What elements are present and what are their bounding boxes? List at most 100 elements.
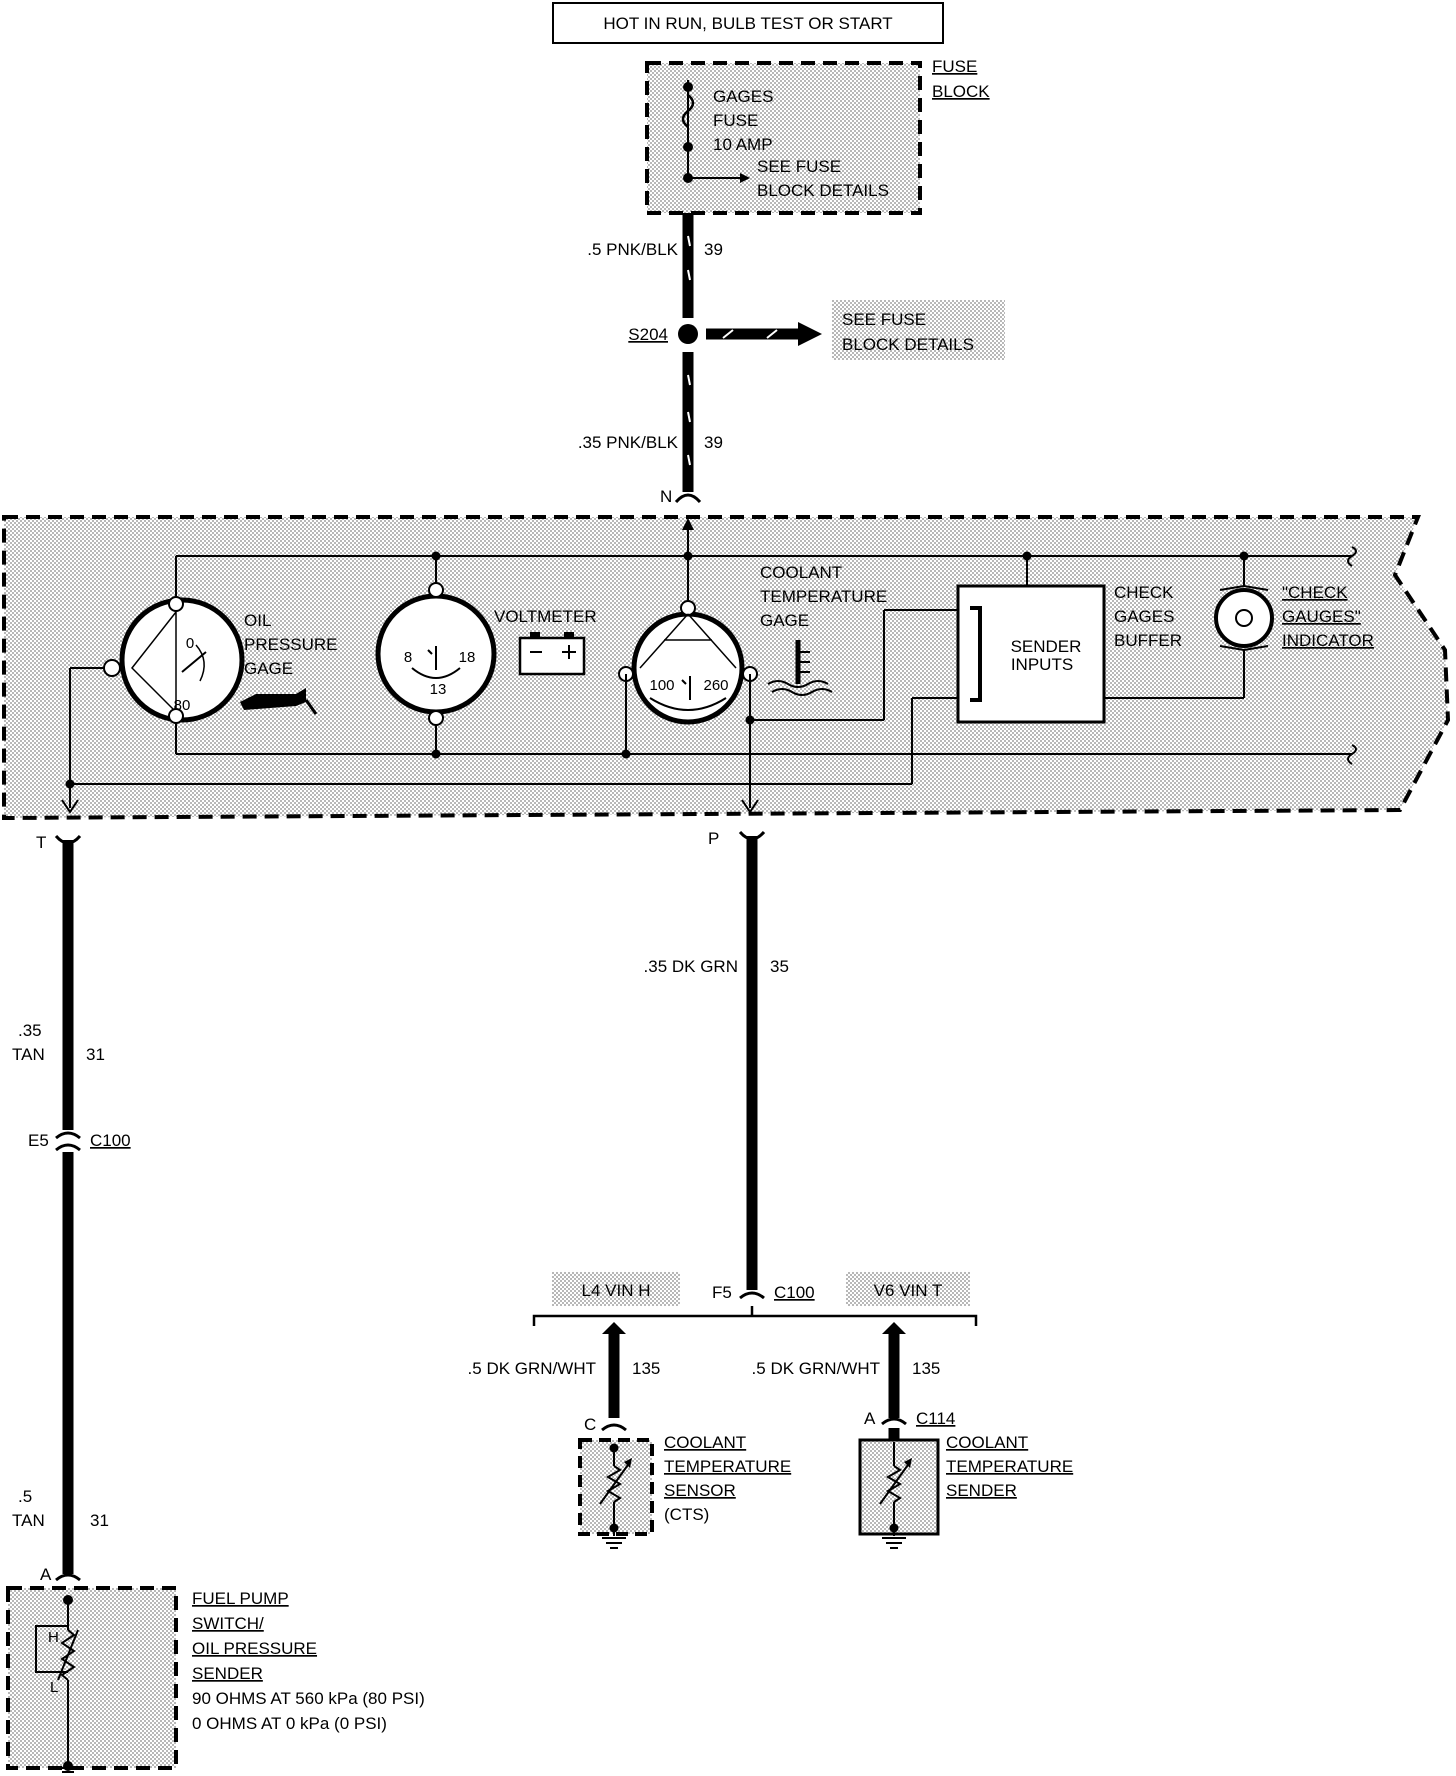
oil-gage-label-line1: OIL: [244, 611, 271, 630]
connector-P: P: [708, 829, 719, 848]
engine-option-bracket: [532, 1306, 978, 1326]
splice-see-details-line1: SEE FUSE: [842, 310, 926, 329]
fuse-block: GAGES FUSE 10 AMP SEE FUSE BLOCK DETAILS: [645, 61, 922, 215]
check-gauges-indicator-line1: "CHECK: [1282, 583, 1348, 602]
battery-icon: [518, 632, 586, 676]
oil-sender-label-line4: SENDER: [192, 1664, 263, 1683]
oil-pressure-sender: H L: [6, 1586, 178, 1773]
wire-39-lower: [682, 352, 694, 492]
oil-sender-label-line3: OIL PRESSURE: [192, 1639, 317, 1658]
oil-sender-L: L: [50, 1679, 58, 1696]
coolant-gage-label-line3: GAGE: [760, 611, 809, 630]
splice-id: S204: [628, 325, 668, 344]
connector-A-cts-sender: A: [864, 1409, 876, 1428]
splice-see-details-line2: BLOCK DETAILS: [842, 335, 974, 354]
wire-135-v6-gauge: .5 DK GRN/WHT: [752, 1359, 880, 1378]
power-source-header: HOT IN RUN, BULB TEST OR START: [552, 2, 944, 44]
check-gages-buffer-line2: GAGES: [1114, 607, 1174, 626]
wire-39-lower-circuit: 39: [704, 433, 723, 452]
oil-sender-H: H: [48, 1629, 59, 1646]
option-l4-label: L4 VIN H: [582, 1281, 651, 1300]
coolant-gage-scale-100: 100: [649, 677, 674, 694]
option-l4: L4 VIN H: [552, 1272, 680, 1306]
wire-31-lower-gauge-line2: TAN: [12, 1511, 45, 1530]
wire-135-v6-circuit: 135: [912, 1359, 940, 1378]
oil-gage-scale-80: 80: [174, 697, 191, 714]
cts-label-line4: (CTS): [664, 1505, 709, 1524]
connector-C-terminal: [601, 1423, 627, 1432]
check-gauges-lamp-icon: [1214, 588, 1274, 648]
wire-135-l4-gauge: .5 DK GRN/WHT: [468, 1359, 596, 1378]
connector-N-terminal: [674, 493, 702, 504]
coolant-gage-label-line1: COOLANT: [760, 563, 842, 582]
cts-sender-label-line3: SENDER: [946, 1481, 1017, 1500]
option-v6-label: V6 VIN T: [874, 1281, 943, 1300]
connector-F5: F5: [712, 1283, 732, 1302]
coolant-gage-label-line2: TEMPERATURE: [760, 587, 887, 606]
connector-C114: C114: [916, 1409, 955, 1428]
oil-gage-scale-0: 0: [186, 635, 194, 652]
oil-sender-label-line2: SWITCH/: [192, 1614, 264, 1633]
check-gages-buffer-line1: CHECK: [1114, 583, 1174, 602]
connector-N: N: [660, 487, 672, 506]
oil-gage-label-line3: GAGE: [244, 659, 293, 678]
wire-31-upper-circuit: 31: [86, 1045, 105, 1064]
wire-31-lower-gauge-line1: .5: [18, 1487, 32, 1506]
splice-s204: [678, 322, 822, 346]
connector-A-cts-sender-terminal: [881, 1417, 907, 1426]
sender-inputs-box: [956, 584, 1106, 724]
wire-31-upper-gauge-line1: .35: [18, 1021, 42, 1040]
coolant-temperature-gage-icon: [631, 611, 745, 725]
cts-label-line1: COOLANT: [664, 1433, 746, 1452]
wire-31-upper-gauge-line2: TAN: [12, 1045, 45, 1064]
fuse-name-line2: FUSE: [713, 111, 758, 130]
fuse-block-label-line2: BLOCK: [932, 82, 990, 101]
connector-T: T: [36, 833, 46, 852]
connector-E5: E5: [28, 1131, 49, 1150]
header-title: HOT IN RUN, BULB TEST OR START: [603, 14, 892, 33]
cts-sender-label-line2: TEMPERATURE: [946, 1457, 1073, 1476]
instrument-cluster: 0 80 OIL PRESSURE GAGE 8 18 13 VOLTMETER: [2, 515, 1451, 821]
cts-label-line3: SENSOR: [664, 1481, 736, 1500]
wire-135-l4-circuit: 135: [632, 1359, 660, 1378]
connector-F5-terminal: [739, 1291, 765, 1300]
connector-A-oil: A: [40, 1565, 52, 1584]
fuse-rating: 10 AMP: [713, 135, 773, 154]
coolant-temperature-sensor-cts: [578, 1438, 654, 1549]
sender-inputs-line1: SENDER: [1011, 637, 1082, 656]
coolant-temperature-sender: [858, 1428, 940, 1549]
voltmeter-scale-18: 18: [459, 649, 476, 666]
connector-C-cts: C: [584, 1415, 596, 1434]
connector-A-oil-terminal: [55, 1573, 81, 1582]
splice-see-details-box: SEE FUSE BLOCK DETAILS: [832, 300, 1005, 360]
oil-sender-label-line1: FUEL PUMP: [192, 1589, 289, 1608]
cts-sender-label-line1: COOLANT: [946, 1433, 1028, 1452]
coolant-gage-scale-260: 260: [703, 677, 728, 694]
voltmeter-scale-13: 13: [430, 681, 447, 698]
wire-39-lower-gauge: .35 PNK/BLK: [578, 433, 679, 452]
option-v6: V6 VIN T: [846, 1272, 970, 1306]
fuse-block-label-line1: FUSE: [932, 57, 977, 76]
sender-inputs-line2: INPUTS: [1011, 655, 1073, 674]
wire-35-gauge: .35 DK GRN: [644, 957, 738, 976]
wire-35-circuit: 35: [770, 957, 789, 976]
wire-39-upper-gauge: .5 PNK/BLK: [587, 240, 678, 259]
check-gauges-indicator-line2: GAUGES": [1282, 607, 1361, 626]
oil-can-icon: [240, 688, 318, 715]
voltmeter-label: VOLTMETER: [494, 607, 597, 626]
wire-39-upper: [682, 213, 694, 318]
connector-c100-e5: [55, 1131, 81, 1152]
fuse-see-details-line1: SEE FUSE: [757, 157, 841, 176]
oil-gage-label-line2: PRESSURE: [244, 635, 338, 654]
wire-39-upper-circuit: 39: [704, 240, 723, 259]
wire-31-lower-circuit: 31: [90, 1511, 109, 1530]
voltmeter-scale-8: 8: [404, 649, 412, 666]
fuse-see-details-line2: BLOCK DETAILS: [757, 181, 889, 200]
oil-sender-spec-0psi: 0 OHMS AT 0 kPa (0 PSI): [192, 1714, 387, 1733]
check-gages-buffer-line3: BUFFER: [1114, 631, 1182, 650]
cts-label-line2: TEMPERATURE: [664, 1457, 791, 1476]
oil-sender-spec-80psi: 90 OHMS AT 560 kPa (80 PSI): [192, 1689, 425, 1708]
fuse-name-line1: GAGES: [713, 87, 773, 106]
check-gauges-indicator-line3: INDICATOR: [1282, 631, 1374, 650]
